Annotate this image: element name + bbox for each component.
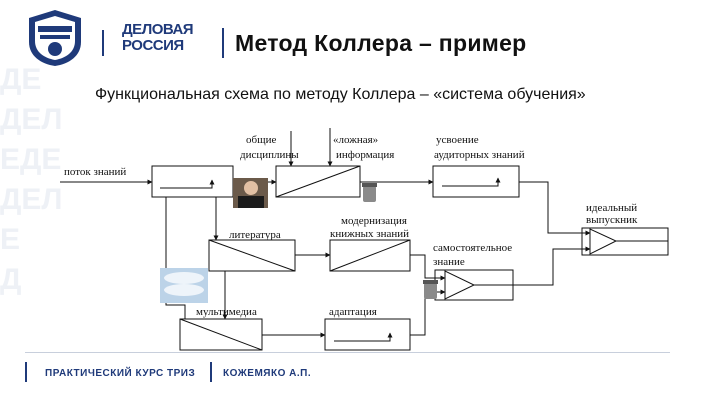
label-modern-2: книжных знаний bbox=[330, 228, 409, 240]
block-input bbox=[151, 165, 234, 198]
trash-can-icon bbox=[362, 183, 377, 202]
footer-bar-right bbox=[210, 362, 212, 382]
block-input-curve bbox=[160, 179, 215, 189]
books-stack-icon bbox=[160, 268, 208, 303]
block-assimilation-curve bbox=[442, 177, 501, 187]
footer-bar-left bbox=[25, 362, 27, 382]
label-input: поток знаний bbox=[64, 166, 126, 178]
block-assimilation bbox=[432, 165, 520, 198]
label-false-1: «ложная» bbox=[333, 134, 378, 146]
link-indep-ideal bbox=[474, 246, 591, 286]
university-emblem-icon bbox=[29, 10, 81, 66]
label-assim-1: усвоение bbox=[436, 134, 479, 146]
label-disciplines: дисциплины bbox=[240, 149, 299, 161]
label-modern-1: модернизация bbox=[341, 215, 407, 227]
block-multimedia-diagonal bbox=[179, 318, 263, 351]
header-divider-1 bbox=[102, 30, 104, 56]
label-adaptation: адаптация bbox=[329, 306, 377, 318]
trash-can-icon-2 bbox=[423, 280, 438, 299]
block-adaptation bbox=[324, 318, 411, 351]
page-title: Метод Коллера – пример bbox=[235, 30, 527, 56]
header-divider-2 bbox=[222, 28, 224, 58]
link-modern-indep bbox=[410, 254, 446, 281]
block-literature-diagonal bbox=[208, 239, 296, 272]
label-multimedia: мультимедиа bbox=[196, 306, 257, 318]
block-adaptation-curve bbox=[334, 332, 393, 342]
footer-author: КОЖЕМЯКО А.П. bbox=[223, 368, 312, 379]
label-ideal-2: выпускник bbox=[586, 214, 638, 226]
amp-independent bbox=[444, 270, 476, 300]
block-false-info-diagonal bbox=[275, 165, 361, 198]
label-false-2: информация bbox=[336, 149, 394, 161]
footer-course: ПРАКТИЧЕСКИЙ КУРС ТРИЗ bbox=[45, 368, 196, 379]
link-bus-multimedia bbox=[165, 197, 186, 319]
label-assim-2: аудиторных знаний bbox=[434, 149, 525, 161]
brand-line-2: РОССИЯ bbox=[122, 37, 184, 54]
slide-header: ДЕЛОВАЯ РОССИЯ Метод Коллера – пример bbox=[0, 0, 720, 75]
label-ideal-1: идеальный bbox=[586, 202, 637, 214]
label-literature: литература bbox=[229, 229, 281, 241]
block-modernization-diagonal bbox=[329, 239, 411, 272]
label-indep-2: знание bbox=[433, 256, 465, 268]
brand-line-1: ДЕЛОВАЯ bbox=[122, 21, 194, 38]
brand-logo: ДЕЛОВАЯ РОССИЯ bbox=[122, 22, 212, 54]
amp-ideal bbox=[589, 228, 618, 255]
label-general: общие bbox=[246, 134, 276, 146]
slide-subtitle: Функциональная схема по методу Коллера –… bbox=[95, 86, 586, 103]
link-assim-ideal bbox=[519, 181, 591, 236]
footer-divider bbox=[25, 352, 670, 353]
portrait-photo-icon bbox=[233, 178, 268, 208]
label-indep-1: самостоятельное bbox=[433, 242, 512, 254]
